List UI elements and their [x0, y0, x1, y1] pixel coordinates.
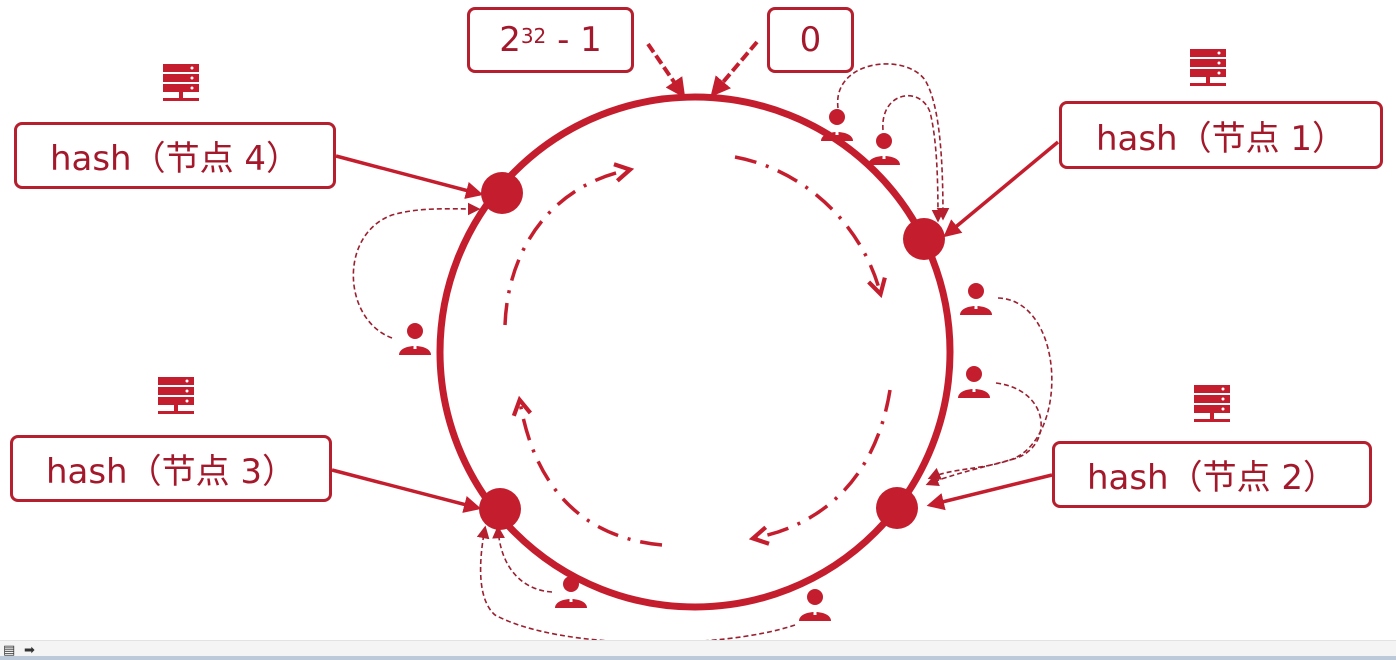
ring-node-1 — [903, 218, 945, 260]
progress-track[interactable] — [0, 656, 1396, 660]
rotation-arrow-top-right — [734, 155, 887, 299]
mapping-arrow-user-g — [476, 525, 796, 644]
mapping-arrow-user-a — [837, 63, 950, 221]
mapping-arrow-user-f — [492, 525, 553, 593]
label-arrow-node4 — [335, 154, 484, 199]
node-4-hash-text: hash（节点 4） — [49, 139, 301, 179]
menu-icon[interactable]: ▤ — [3, 643, 16, 658]
node-3-hash-label: hash（节点 3） — [10, 435, 332, 502]
node-4-hash-label: hash（节点 4） — [14, 122, 336, 189]
user-icon — [821, 109, 853, 141]
mapping-arrow-user-d — [925, 382, 1042, 487]
user-icon — [868, 133, 900, 165]
node-1-hash-label: hash（节点 1） — [1059, 101, 1383, 169]
user-icon — [555, 576, 587, 608]
zero-marker-arrow — [710, 40, 759, 98]
mapping-arrow-user-b — [882, 95, 945, 223]
hash-ring — [436, 93, 954, 611]
ring-node-3 — [479, 488, 521, 530]
ring-zero-label: 0 — [767, 7, 854, 73]
server-icon — [1194, 385, 1230, 422]
player-control-strip: ▤ ➡ — [0, 640, 1396, 660]
label-arrow-node1 — [943, 140, 1060, 238]
ring-max-suffix: - 1 — [546, 20, 602, 60]
rotation-arrow-bottom-right — [748, 389, 892, 546]
rotation-arrow-bottom-left — [511, 395, 663, 547]
ring-max-base: 2 — [499, 20, 521, 60]
rotation-arrow-top-left — [503, 162, 635, 326]
ring-node-4 — [481, 172, 523, 214]
ring-zero-value: 0 — [799, 20, 822, 60]
node-2-hash-text: hash（节点 2） — [1086, 458, 1338, 498]
user-icon — [958, 366, 990, 398]
mapping-arrow-user-e — [352, 202, 481, 339]
user-icon — [399, 323, 431, 355]
node-3-hash-text: hash（节点 3） — [45, 452, 297, 492]
server-icon — [163, 64, 199, 101]
user-icon — [799, 589, 831, 621]
user-icon — [960, 283, 992, 315]
server-icon — [158, 377, 194, 414]
node-1-hash-text: hash（节点 1） — [1095, 118, 1347, 159]
ring-node-2 — [876, 487, 918, 529]
ring-max-exponent: 32 — [520, 24, 547, 48]
node-2-hash-label: hash（节点 2） — [1052, 441, 1372, 508]
mapping-arrow-user-c — [927, 297, 1053, 480]
label-arrow-node2 — [926, 473, 1053, 511]
next-arrow-icon[interactable]: ➡ — [24, 643, 35, 658]
max-marker-arrow — [646, 42, 686, 99]
label-arrow-node3 — [331, 468, 482, 513]
server-icon — [1190, 49, 1226, 86]
